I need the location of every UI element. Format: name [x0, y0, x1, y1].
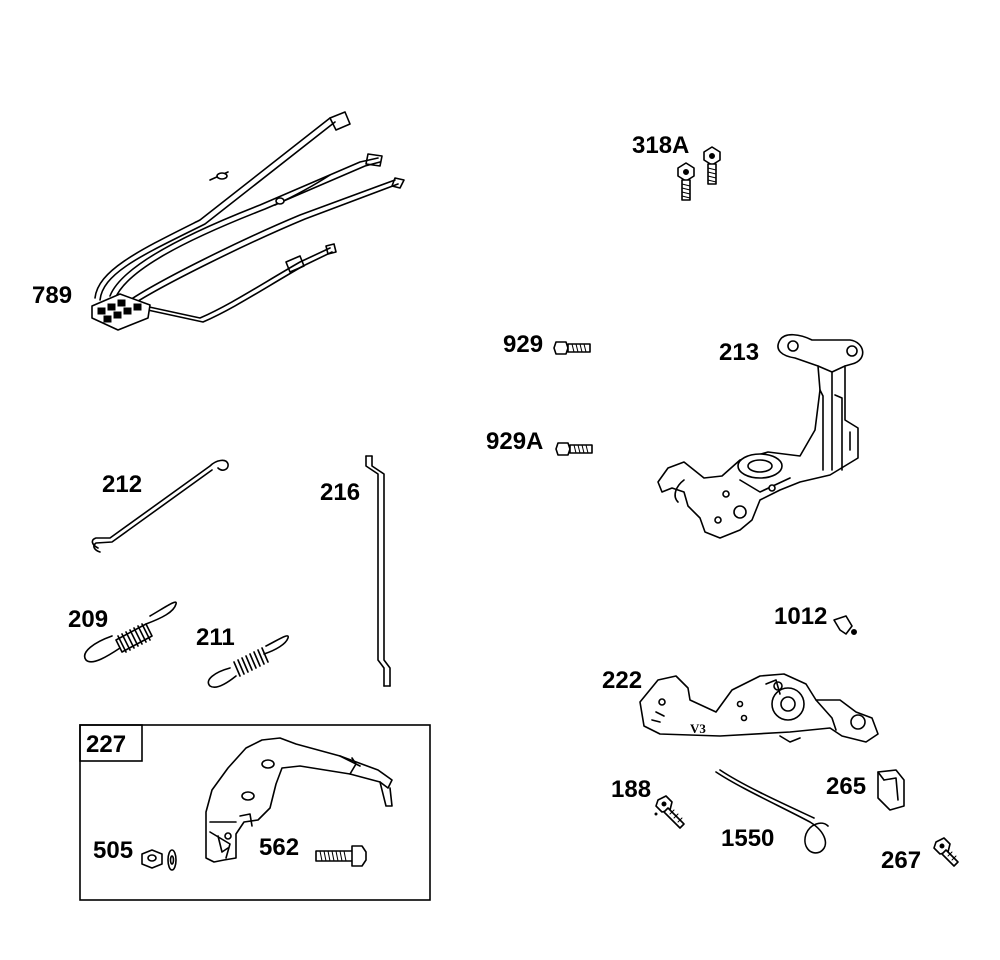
- part-929-screw: [553, 341, 591, 355]
- part-216-rod: [365, 455, 391, 687]
- part-318A-screws: [677, 146, 721, 201]
- label-1012: 1012: [774, 603, 827, 630]
- part-211-spring: [207, 635, 289, 689]
- label-267: 267: [881, 847, 921, 874]
- part-212-link-rod: [91, 459, 229, 553]
- part-227-bracket: [205, 737, 393, 863]
- label-929: 929: [503, 331, 543, 358]
- label-216: 216: [320, 479, 360, 506]
- label-265: 265: [826, 773, 866, 800]
- part-213-bracket: [657, 333, 864, 539]
- part-929A-screw: [555, 442, 593, 456]
- label-211: 211: [196, 624, 235, 651]
- part-1012-clip: [833, 615, 857, 635]
- kit-227-box: [79, 724, 431, 901]
- label-505: 505: [93, 837, 133, 864]
- label-188: 188: [611, 776, 651, 803]
- part-505-nut: [141, 849, 177, 871]
- part-267-screw: [933, 837, 959, 867]
- part-209-spring: [83, 601, 177, 663]
- label-222: 222: [602, 667, 642, 694]
- label-789: 789: [32, 282, 72, 309]
- part-188-screw: [654, 795, 685, 829]
- label-1550: 1550: [721, 825, 774, 852]
- part-562-bolt: [315, 845, 367, 867]
- label-227: 227: [86, 731, 126, 758]
- label-209: 209: [68, 606, 108, 633]
- stamp-v3: V3: [690, 721, 706, 736]
- part-1550-spring-rod: [715, 769, 829, 854]
- label-212: 212: [102, 471, 142, 498]
- label-318A: 318A: [632, 132, 689, 159]
- label-562: 562: [259, 834, 299, 861]
- part-789-wiring-harness: [91, 111, 405, 331]
- part-222-control-plate: V3: [639, 673, 879, 743]
- part-265-clip: [877, 769, 905, 811]
- label-213: 213: [719, 339, 759, 366]
- label-929A: 929A: [486, 428, 543, 455]
